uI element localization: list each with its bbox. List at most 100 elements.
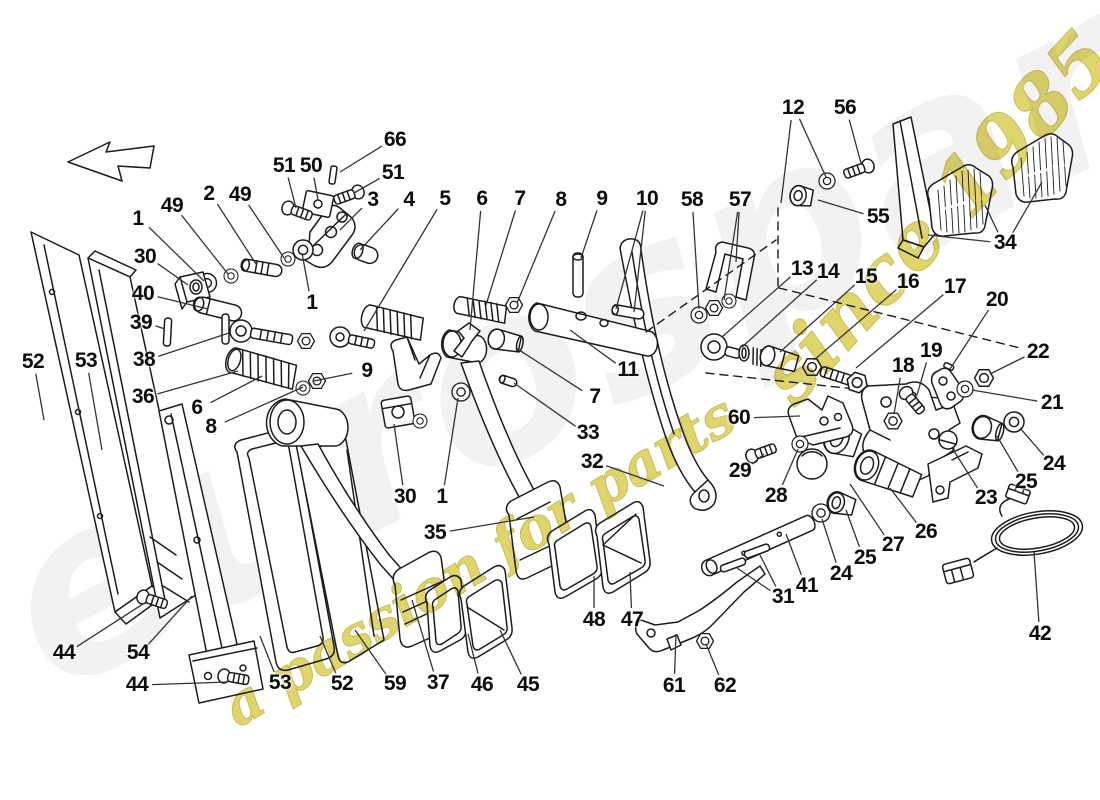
pin-39a <box>162 317 173 347</box>
leader-line-25 <box>845 509 861 548</box>
pivot-block-30b <box>380 395 416 429</box>
direction-arrow-icon <box>67 141 155 182</box>
leader-line-59 <box>354 629 387 675</box>
part-label-2: 2 <box>203 182 215 205</box>
leader-line-24 <box>821 518 837 563</box>
nut-22 <box>973 369 995 387</box>
leader-line-37 <box>411 599 435 672</box>
pedal-pad-46 <box>424 574 467 653</box>
part-label-42: 42 <box>1028 622 1052 645</box>
clevis-fork <box>390 336 442 392</box>
part-label-37: 37 <box>426 671 450 694</box>
part-label-4: 4 <box>403 188 415 211</box>
leader-line-15 <box>779 284 856 353</box>
leader-line-51 <box>287 177 297 209</box>
leader-line-61 <box>673 633 677 675</box>
part-label-6: 6 <box>191 396 203 419</box>
part-label-11: 11 <box>617 358 639 381</box>
hook-lever-6 <box>453 322 481 358</box>
part-label-1: 1 <box>306 291 318 314</box>
leader-line-7 <box>485 210 517 306</box>
part-label-62: 62 <box>713 674 737 697</box>
part-label-20: 20 <box>985 288 1009 311</box>
part-label-53: 53 <box>74 349 98 372</box>
leader-line-8 <box>224 386 304 423</box>
part-label-49: 49 <box>160 194 184 217</box>
link-plate-20 <box>930 361 965 410</box>
leader-line-2 <box>216 203 257 265</box>
bushing-25t <box>971 414 1005 442</box>
bushing-7b <box>487 328 524 353</box>
leader-line-8 <box>516 210 556 304</box>
part-label-34: 34 <box>993 231 1017 254</box>
part-label-41: 41 <box>795 574 819 597</box>
leader-line-46 <box>467 633 479 674</box>
leader-line-34 <box>927 234 991 243</box>
leader-line-47 <box>629 571 633 609</box>
cross-shaft-41 <box>700 514 816 577</box>
leader-line-60 <box>753 415 801 419</box>
leader-line-19 <box>916 362 928 396</box>
part-label-54: 54 <box>126 641 150 664</box>
part-label-23: 23 <box>974 486 998 509</box>
part-label-44: 44 <box>52 641 76 664</box>
pedal-pad-45 <box>458 564 513 659</box>
return-spring-5 <box>360 304 424 341</box>
leader-line-6 <box>469 210 482 331</box>
part-label-39: 39 <box>129 311 153 334</box>
pivot-shaft-11 <box>528 302 659 357</box>
part-label-52: 52 <box>330 672 354 695</box>
accelerator-pedal-53 <box>234 427 336 672</box>
leader-line-53 <box>259 635 275 673</box>
head-bolt-5 <box>329 326 376 349</box>
part-label-6: 6 <box>476 187 488 210</box>
leader-line-32 <box>606 465 665 487</box>
leader-line-21 <box>971 389 1038 402</box>
leader-line-31 <box>736 567 771 592</box>
spring-7 <box>453 295 508 324</box>
part-label-21: 21 <box>1040 391 1064 414</box>
leader-line-35 <box>449 516 535 532</box>
leader-line-56 <box>848 119 862 164</box>
leader-line-57 <box>723 211 739 301</box>
leader-line-49 <box>181 214 229 275</box>
part-label-5: 5 <box>439 187 451 210</box>
part-label-30: 30 <box>133 245 157 268</box>
part-label-13: 13 <box>790 257 814 280</box>
part-label-27: 27 <box>881 533 905 556</box>
washer-1c <box>412 413 428 429</box>
leader-line-58 <box>692 211 700 310</box>
leader-line-34 <box>1012 181 1043 234</box>
leader-line-49 <box>248 204 285 259</box>
part-label-14: 14 <box>816 260 840 283</box>
nut-18 <box>883 412 903 430</box>
leader-line-3 <box>339 207 363 231</box>
leader-line-17 <box>855 294 944 369</box>
leader-line-22 <box>989 356 1025 375</box>
leader-line-18 <box>893 377 901 415</box>
pedal-pad-34b: Lamborghini <box>1010 133 1074 203</box>
leader-line-41 <box>785 533 802 576</box>
nut-57 <box>704 299 724 317</box>
part-label-30: 30 <box>393 485 417 508</box>
part-label-1: 1 <box>132 207 144 230</box>
part-label-33: 33 <box>576 421 600 444</box>
part-label-28: 28 <box>764 484 788 507</box>
leader-line-51 <box>353 177 380 194</box>
part-label-56: 56 <box>833 96 857 119</box>
part-label-31: 31 <box>771 585 795 608</box>
part-label-48: 48 <box>582 608 606 631</box>
part-label-40: 40 <box>131 282 155 305</box>
leader-line-38 <box>158 332 230 357</box>
part-label-47: 47 <box>620 608 644 631</box>
stop-lever-61 <box>634 565 766 653</box>
leader-line-66 <box>339 145 383 173</box>
pedal-pad-34a: Lamborghini <box>926 164 994 237</box>
leader-line-52 <box>35 373 45 421</box>
bolt-51b <box>331 182 367 208</box>
leader-line-11 <box>569 329 617 364</box>
leader-line-30 <box>157 263 189 286</box>
leader-line-40 <box>157 296 209 310</box>
nut-38 <box>296 332 316 350</box>
